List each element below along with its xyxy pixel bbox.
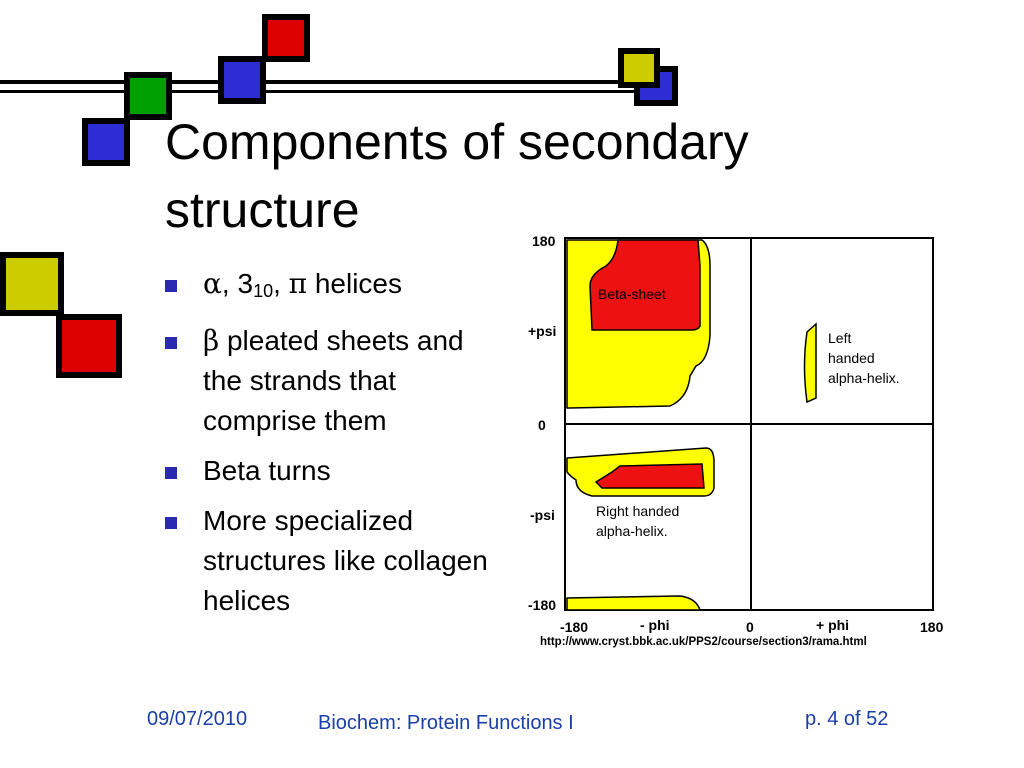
bullet-text: pleated sheets and the strands that comp… bbox=[203, 325, 464, 436]
y-tick-label: -180 bbox=[528, 597, 556, 613]
subscript-10: 10 bbox=[253, 281, 274, 301]
x-tick-label: 0 bbox=[746, 619, 754, 635]
bullet-item-beta-turns: Beta turns bbox=[165, 451, 505, 491]
ramachandran-plot: Beta-sheet Left handed alpha-helix. Righ… bbox=[528, 233, 944, 648]
y-tick-label: +psi bbox=[528, 323, 556, 339]
decor-square-blue-left bbox=[82, 118, 130, 166]
decor-square-yellow-right bbox=[618, 48, 660, 88]
left-helix-label-line: handed bbox=[828, 350, 875, 366]
decor-square-red-left bbox=[56, 314, 122, 378]
beta-sheet-label: Beta-sheet bbox=[598, 286, 666, 302]
square-bullet-icon bbox=[165, 467, 177, 479]
slide-title: Components of secondary structure bbox=[165, 108, 885, 244]
right-helix-label-line: alpha-helix. bbox=[596, 523, 668, 539]
left-helix-label-line: Left bbox=[828, 330, 851, 346]
bottom-allowed-region bbox=[566, 595, 702, 611]
bullet-text: Beta turns bbox=[203, 455, 331, 486]
bullet-text: , 3 bbox=[221, 268, 254, 299]
decor-line-top-2 bbox=[0, 90, 640, 93]
y-tick-label: 180 bbox=[532, 233, 556, 249]
pi-symbol: π bbox=[288, 267, 308, 300]
decor-line-top bbox=[0, 80, 640, 84]
footer-page-number: p. 4 of 52 bbox=[805, 708, 889, 730]
square-bullet-icon bbox=[165, 517, 177, 529]
left-helix-label-line: alpha-helix. bbox=[828, 370, 900, 386]
bullet-text: , bbox=[273, 268, 289, 299]
alpha-symbol: α bbox=[203, 267, 222, 300]
left-helix-label: Left handed alpha-helix. bbox=[828, 330, 900, 386]
footer-date: 09/07/2010 bbox=[147, 708, 248, 730]
bullet-text: helices bbox=[307, 268, 402, 299]
bullet-item-specialized: More specialized structures like collage… bbox=[165, 501, 505, 621]
title-line-1: Components of secondary bbox=[165, 114, 749, 170]
decor-square-blue-mid bbox=[218, 56, 266, 104]
bullet-list: α, 310, π helices β pleated sheets and t… bbox=[165, 264, 505, 631]
beta-sheet-core-region bbox=[589, 239, 701, 331]
right-helix-label: Right handed alpha-helix. bbox=[596, 503, 683, 539]
right-handed-helix-core-region bbox=[594, 463, 705, 489]
right-helix-label-line: Right handed bbox=[596, 503, 679, 519]
x-tick-label: 180 bbox=[920, 619, 944, 635]
title-line-2: structure bbox=[165, 182, 360, 238]
x-tick-label: - phi bbox=[640, 617, 670, 633]
source-url: http://www.cryst.bbk.ac.uk/PPS2/course/s… bbox=[540, 636, 867, 648]
left-handed-helix-region bbox=[803, 322, 817, 404]
square-bullet-icon bbox=[165, 337, 177, 349]
y-tick-label: 0 bbox=[538, 417, 546, 433]
decor-square-red-top bbox=[262, 14, 310, 62]
decor-square-green bbox=[124, 72, 172, 120]
decor-square-yellow-left bbox=[0, 252, 64, 316]
beta-symbol: β bbox=[203, 324, 220, 357]
bullet-item-helices: α, 310, π helices bbox=[165, 264, 505, 311]
footer-course: Biochem: Protein Functions I bbox=[318, 712, 574, 734]
y-tick-label: -psi bbox=[530, 507, 555, 523]
bullet-item-pleated-sheets: β pleated sheets and the strands that co… bbox=[165, 321, 505, 441]
bullet-text: More specialized structures like collage… bbox=[203, 505, 488, 616]
x-tick-label: -180 bbox=[560, 619, 588, 635]
square-bullet-icon bbox=[165, 280, 177, 292]
x-tick-label: + phi bbox=[816, 617, 849, 633]
